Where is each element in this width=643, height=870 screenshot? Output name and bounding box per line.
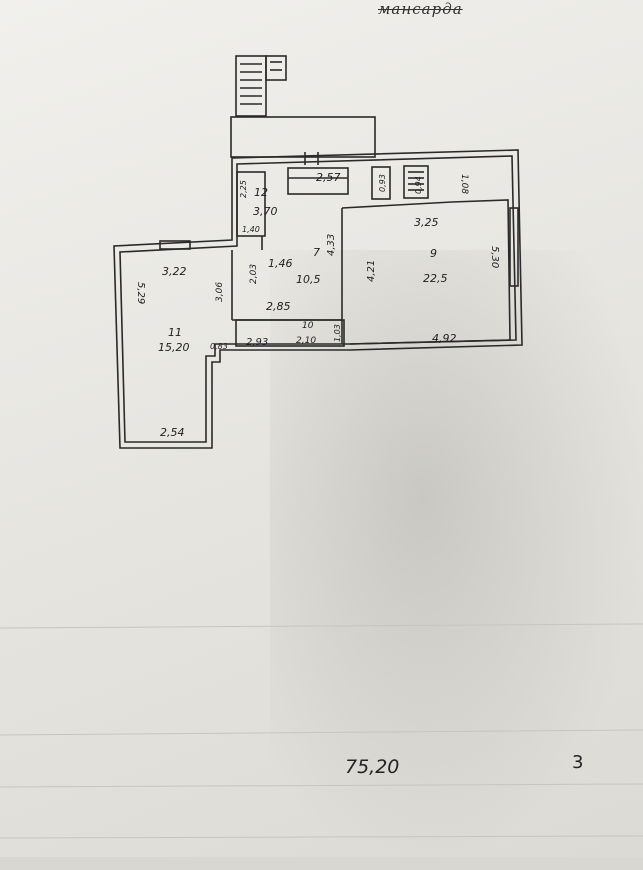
dimension-label: 1,46 (268, 257, 293, 270)
page-number: 3 (572, 752, 584, 773)
room-10 (235, 319, 345, 347)
dimension-label: 1,08 (459, 174, 469, 194)
balcony (230, 116, 376, 158)
dimension-label: 4,33 (326, 234, 337, 256)
room-number: 9 (430, 247, 437, 260)
room-9 (341, 199, 511, 345)
room-number: 12 (254, 186, 268, 199)
dimension-label: 2,57 (316, 171, 341, 184)
dimension-label: 1,03 (333, 324, 342, 342)
outer-wall (113, 149, 523, 449)
dimension-label: 4,92 (432, 332, 457, 345)
dimension-label: 3,06 (215, 282, 225, 302)
total-area: 75,20 (345, 756, 400, 778)
room-area: 22,5 (423, 272, 448, 285)
room-area: 2,10 (296, 336, 316, 346)
dimension-label: 0,94 (414, 176, 423, 194)
dimension-label: 2,03 (249, 264, 259, 284)
dimension-label: 3,25 (414, 216, 439, 229)
dimension-label: 1,40 (242, 225, 260, 234)
room-number: 11 (168, 326, 182, 339)
dimension-label: 5,29 (135, 282, 146, 304)
dimension-label: 2,85 (266, 300, 291, 313)
dimension-label: 4,21 (366, 260, 377, 282)
dimension-label: 0,93 (378, 174, 387, 192)
dimension-label: 2,25 (239, 180, 248, 198)
stair-top (235, 55, 267, 117)
table-lines (0, 623, 643, 839)
room-area: 3,70 (253, 205, 278, 218)
dimension-label: 3,22 (162, 265, 187, 278)
page-title: мансарда (378, 0, 463, 18)
dimension-label: 5,30 (489, 246, 500, 268)
window-left (159, 240, 191, 250)
dimension-label: 0,83 (210, 342, 228, 351)
window-right (509, 207, 519, 287)
dimension-label: 2,93 (246, 337, 268, 348)
dimension-label: 2,54 (160, 426, 185, 439)
room-number: 7 (313, 246, 320, 259)
room-number: 10 (302, 321, 314, 331)
room-12 (236, 171, 266, 237)
room-area: 15,20 (158, 341, 190, 354)
room-area: 10,5 (296, 273, 321, 286)
shadow-overlay (270, 250, 643, 870)
